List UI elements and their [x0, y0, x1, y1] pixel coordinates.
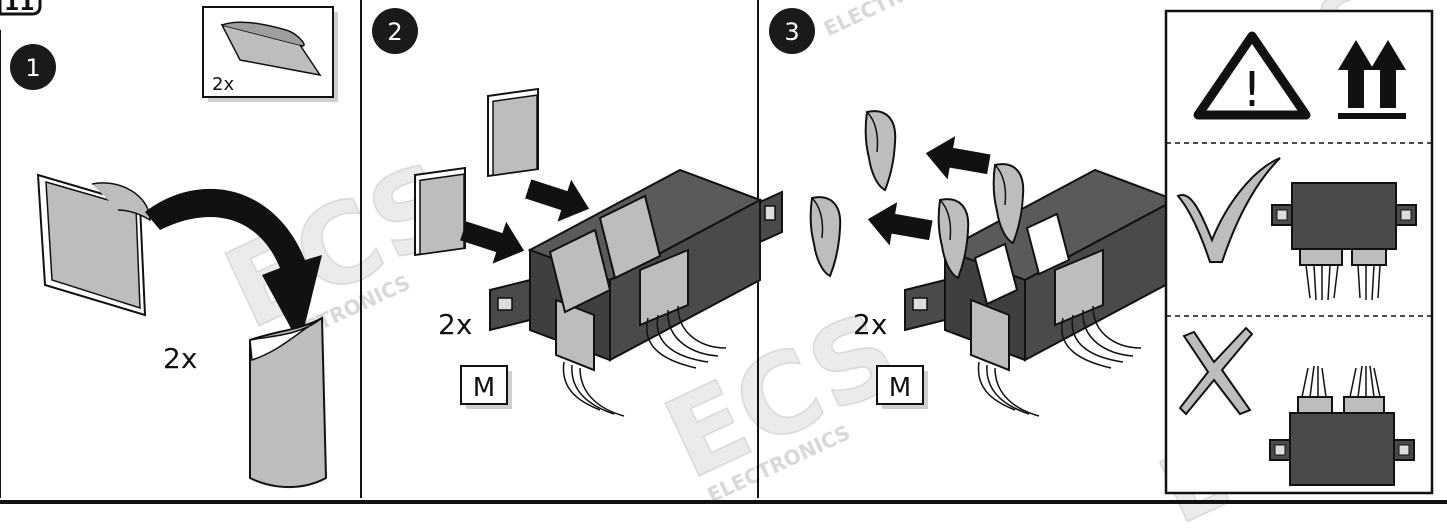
module-incorrect-orientation — [1269, 365, 1415, 486]
step-number-badge: 3 — [769, 8, 815, 54]
step-multiplier: 2x — [163, 342, 197, 375]
marker-box: M — [876, 365, 928, 409]
watermark-sub: ELECTRONICS — [820, 0, 970, 41]
section-badge: 11 — [0, 0, 42, 16]
adhesive-pad — [486, 87, 540, 178]
step-number-badge: 1 — [10, 44, 56, 90]
curved-arrow-icon — [145, 188, 322, 345]
checkmark-icon — [1176, 157, 1281, 263]
orientation-panel: ! — [1164, 9, 1434, 495]
adhesive-pad — [36, 173, 151, 317]
step-number: 3 — [784, 18, 799, 46]
warning-triangle-icon: ! — [1193, 31, 1311, 120]
step-number-badge: 2 — [372, 8, 418, 54]
peeled-film — [809, 196, 842, 277]
step-2-panel: 2 2x M — [372, 8, 783, 417]
inset-multiplier: 2x — [212, 74, 234, 95]
adhesive-pad — [413, 166, 467, 257]
adhesive-inset: 2x — [202, 6, 338, 102]
peeled-film — [864, 110, 897, 191]
module-correct-orientation — [1271, 182, 1417, 301]
arrow-right-icon — [456, 210, 531, 272]
step-multiplier: 2x — [853, 308, 887, 341]
step-number: 1 — [25, 54, 40, 82]
svg-text:!: ! — [1242, 62, 1261, 118]
arrow-left-icon — [921, 131, 993, 186]
peeled-film — [249, 316, 328, 488]
step-3-panel: 3 2x M — [769, 8, 1198, 417]
marker-label: M — [889, 373, 911, 403]
marker-box: M — [460, 365, 512, 409]
control-module — [489, 169, 783, 417]
step-1-panel: 1 2x 2x — [10, 6, 338, 488]
control-module — [904, 169, 1198, 417]
this-side-up-arrows-icon — [1338, 40, 1406, 119]
step-multiplier: 2x — [438, 308, 472, 341]
section-badge-number: 11 — [4, 0, 35, 16]
cross-icon — [1178, 326, 1254, 416]
marker-label: M — [473, 373, 495, 403]
step-number: 2 — [387, 18, 402, 46]
bottom-rule — [0, 500, 1447, 504]
arrow-left-icon — [863, 197, 935, 252]
